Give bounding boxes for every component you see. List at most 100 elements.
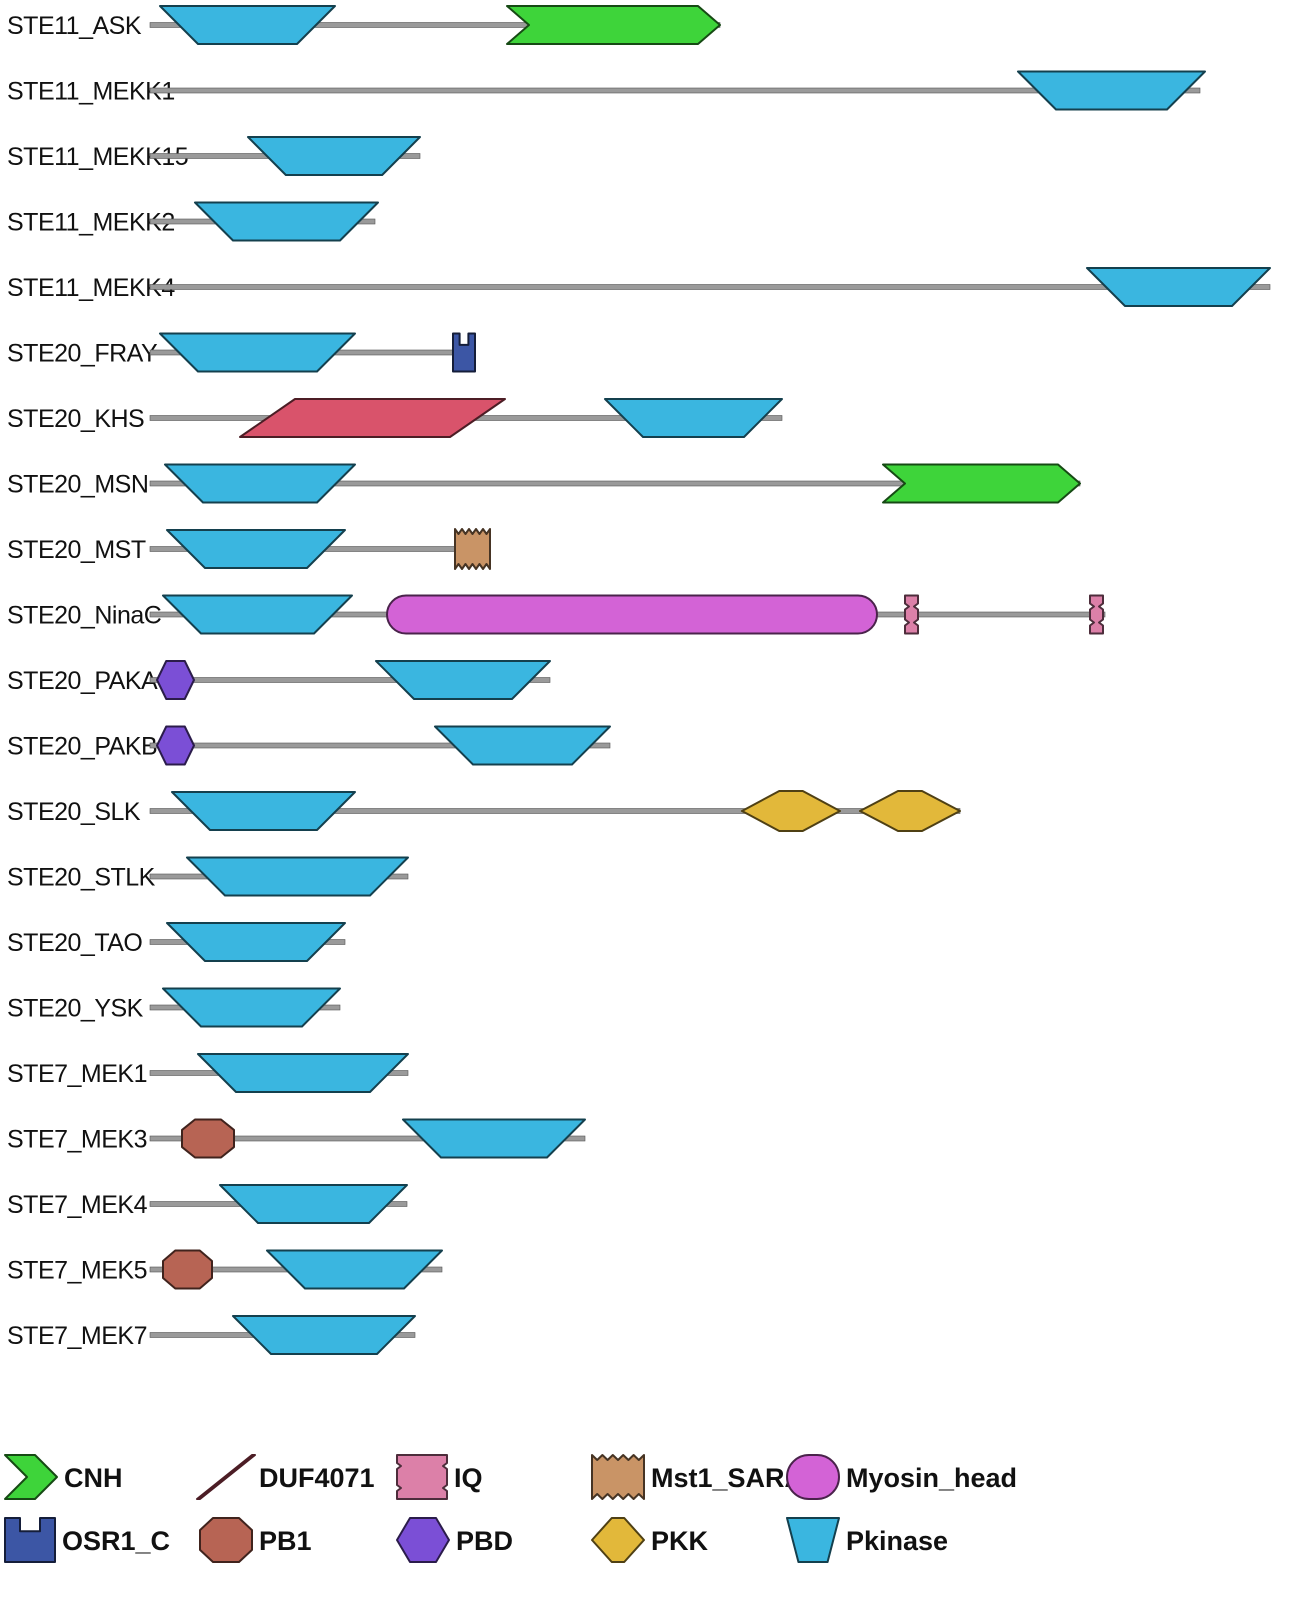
domain-pbd <box>156 725 195 766</box>
protein-backbone <box>149 1135 586 1142</box>
protein-rows: STE11_ASKSTE11_MEKK1STE11_MEKK15STE11_ME… <box>7 5 1271 1355</box>
protein-row-ste7-mek5: STE7_MEK5 <box>7 1249 443 1290</box>
protein-label: STE11_MEKK2 <box>7 209 175 237</box>
legend-swatch-duf4071 <box>196 1454 256 1500</box>
protein-backbone <box>149 87 1201 94</box>
protein-row-ste11-mekk2: STE11_MEKK2 <box>7 201 379 242</box>
legend-item-myosin-head: Myosin_head <box>786 1454 1017 1500</box>
legend-item-osr1-c: OSR1_C <box>4 1517 170 1563</box>
domain-pkinase <box>194 201 379 242</box>
protein-label: STE11_ASK <box>7 12 142 40</box>
legend-label: CNH <box>64 1463 123 1493</box>
protein-row-ste11-mekk1: STE11_MEKK1 <box>7 70 1206 111</box>
protein-label: STE7_MEK3 <box>7 1126 147 1154</box>
domain-pkinase <box>162 594 353 635</box>
protein-row-ste20-tao: STE20_TAO <box>7 922 346 962</box>
legend-item-pb1: PB1 <box>199 1517 312 1563</box>
protein-row-ste20-ninac: STE20_NinaC <box>7 594 1106 635</box>
legend-swatch-pbd <box>396 1517 450 1563</box>
legend-swatch-myosin-head <box>786 1454 840 1500</box>
legend-label: OSR1_C <box>62 1526 170 1556</box>
domain-pkinase <box>434 725 611 766</box>
protein-row-ste20-ysk: STE20_YSK <box>7 987 341 1028</box>
legend-label: PBD <box>456 1526 513 1556</box>
domain-pkk <box>741 790 841 832</box>
protein-row-ste20-slk: STE20_SLK <box>7 790 961 832</box>
domain-pkinase <box>604 398 783 438</box>
protein-label: STE20_PAKA <box>7 667 158 695</box>
domain-pkinase <box>219 1184 408 1224</box>
protein-label: STE11_MEKK1 <box>7 78 175 106</box>
protein-label: STE20_YSK <box>7 995 144 1023</box>
protein-label: STE20_PAKB <box>7 733 157 761</box>
protein-label: STE20_TAO <box>7 929 142 957</box>
legend-swatch-cnh <box>4 1454 58 1500</box>
protein-label: STE20_MST <box>7 536 146 564</box>
domain-pkinase <box>197 1053 409 1093</box>
legend-label: IQ <box>454 1463 483 1493</box>
legend-swatch-pb1 <box>199 1517 253 1563</box>
protein-row-ste20-khs: STE20_KHS <box>7 398 783 438</box>
legend-item-pkk: PKK <box>591 1517 709 1563</box>
protein-label: STE7_MEK1 <box>7 1060 147 1088</box>
domain-iq <box>904 594 919 635</box>
domain-pkinase <box>247 136 421 176</box>
legend-item-cnh: CNH <box>4 1454 123 1500</box>
domain-mst1-sarah <box>454 528 491 570</box>
domain-pkinase <box>402 1118 586 1159</box>
domain-pkinase <box>159 332 356 373</box>
protein-row-ste7-mek1: STE7_MEK1 <box>7 1053 409 1093</box>
legend-swatch-pkinase <box>786 1517 840 1563</box>
protein-row-ste20-mst: STE20_MST <box>7 528 491 570</box>
legend-item-pbd: PBD <box>396 1517 513 1563</box>
protein-label: STE7_MEK7 <box>7 1322 147 1350</box>
legend-swatch-osr1-c <box>4 1517 56 1563</box>
legend-swatch-iq <box>396 1454 448 1500</box>
domain-pkinase <box>266 1249 443 1290</box>
domain-pb1 <box>162 1249 213 1290</box>
domain-pb1 <box>181 1118 235 1159</box>
protein-label: STE7_MEK4 <box>7 1191 148 1219</box>
legend-label: Pkinase <box>846 1526 948 1556</box>
domain-pkinase <box>159 5 336 45</box>
domain-pkinase <box>166 922 346 962</box>
protein-label: STE20_NinaC <box>7 602 162 630</box>
domain-pbd <box>156 660 195 700</box>
domain-pkinase <box>1017 70 1206 111</box>
protein-label: STE20_SLK <box>7 798 141 826</box>
domain-pkinase <box>232 1315 416 1355</box>
domain-pkinase <box>1086 267 1271 307</box>
legend-swatch-pkk <box>591 1517 645 1563</box>
protein-label: STE20_STLK <box>7 864 156 892</box>
domain-duf4071 <box>239 398 506 438</box>
domain-pkinase <box>375 660 551 700</box>
domain-cnh <box>882 463 1081 504</box>
domain-osr1-c <box>452 332 476 373</box>
protein-label: STE20_MSN <box>7 471 148 499</box>
protein-row-ste20-stlk: STE20_STLK <box>7 856 409 897</box>
protein-label: STE20_FRAY <box>7 340 158 368</box>
domain-pkk <box>859 790 961 832</box>
protein-label: STE11_MEKK4 <box>7 274 175 302</box>
domain-pkinase <box>171 791 356 831</box>
domain-cnh <box>506 5 721 45</box>
domain-myosin-head <box>386 594 878 635</box>
domain-pkinase <box>186 856 409 897</box>
domain-pkinase <box>164 463 356 504</box>
protein-row-ste20-fray: STE20_FRAY <box>7 332 476 373</box>
protein-label: STE20_KHS <box>7 405 144 433</box>
protein-row-ste7-mek7: STE7_MEK7 <box>7 1315 416 1355</box>
legend-item-duf4071: DUF4071 <box>196 1454 375 1500</box>
legend-swatch-mst1-sarah <box>591 1454 645 1500</box>
protein-backbone <box>149 742 611 749</box>
protein-row-ste20-pakb: STE20_PAKB <box>7 725 611 766</box>
legend-label: Myosin_head <box>846 1463 1017 1493</box>
legend-label: DUF4071 <box>259 1463 375 1493</box>
protein-label: STE7_MEK5 <box>7 1257 147 1285</box>
legend-label: PKK <box>651 1526 709 1556</box>
protein-row-ste7-mek4: STE7_MEK4 <box>7 1184 408 1224</box>
legend-item-pkinase: Pkinase <box>786 1517 948 1563</box>
protein-backbone <box>149 677 551 683</box>
